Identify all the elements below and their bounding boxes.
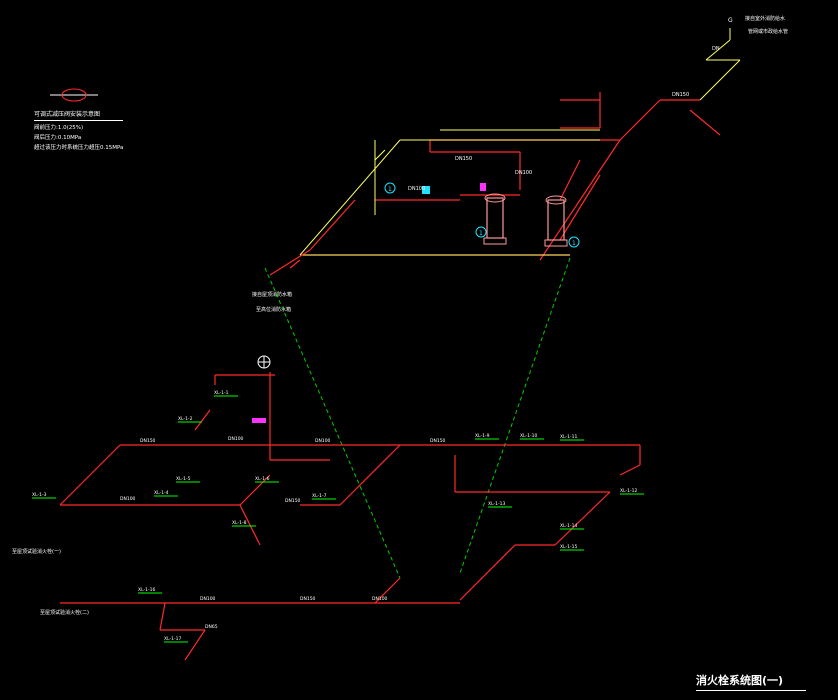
- pump-1-body: [486, 197, 504, 239]
- pump-room-note-2: 至高位消防水箱: [256, 306, 291, 313]
- pump-2-base: [544, 239, 568, 247]
- pump-room-red-frame: [269, 199, 356, 276]
- bottom-branch-diagonal: [184, 629, 206, 661]
- right-diagonal-down: [554, 491, 611, 546]
- pump2-connection: [559, 159, 581, 201]
- reducing-valve-symbol: [50, 88, 98, 102]
- branch-label: XL-1-8: [232, 520, 247, 526]
- branch-label: XL-1-17: [164, 636, 181, 642]
- pipe-size-label: DN150: [300, 596, 316, 602]
- top-right-note-1: 接自室外消防给水: [745, 15, 785, 22]
- hydrant-left-diagonal: [59, 444, 121, 506]
- bottom-left-diagonal: [374, 577, 401, 604]
- marker-circle-1: [384, 182, 396, 194]
- pump-size-right: DN150: [672, 92, 689, 98]
- branch-label: XL-1-13: [488, 501, 505, 507]
- pipe-size-label: DN150: [285, 498, 301, 504]
- riser-dashed-right: [459, 257, 571, 574]
- top-right-note-2: 管网或市政给水管: [748, 28, 788, 35]
- hydrant-network: [59, 372, 641, 661]
- pump-room-yellow-frame: [299, 129, 600, 256]
- pump-2-cap: [545, 195, 567, 205]
- branch-label: XL-1-9: [475, 433, 490, 439]
- pipe-size-label: DN150: [430, 438, 446, 444]
- pump-2: [544, 195, 568, 247]
- left-branch-end: [289, 259, 301, 269]
- branch-label: XL-1-1: [214, 390, 229, 396]
- branch-label: XL-1-15: [560, 544, 577, 550]
- flow-meter-marker: [422, 186, 430, 194]
- branch-label: XL-1-11: [560, 434, 577, 440]
- marker-circle-1-label: 1: [388, 186, 392, 193]
- pump-room-pipes: [300, 92, 721, 261]
- pump2-lower: [559, 174, 601, 241]
- branch-label: XL-1-10: [520, 433, 537, 439]
- pump-1: [483, 193, 507, 245]
- right-return: [619, 464, 641, 476]
- pump-1-base: [483, 237, 507, 245]
- inlet-diagonal-1: [705, 39, 731, 61]
- branch-label: XL-1-7: [312, 493, 327, 499]
- pump-size-top: DN150: [455, 156, 472, 162]
- main-diagonal-a: [619, 99, 661, 141]
- branch-label: XL-1-14: [560, 523, 577, 529]
- left-branch-down: [269, 249, 311, 276]
- frame-inner-tick: [374, 149, 386, 161]
- legend: 可调式减压阀安装示意图 阀前压力:1.0(25%) 阀后压力:0.10MPa 超…: [34, 110, 124, 153]
- legend-line-1: 阀前压力:1.0(25%): [34, 125, 84, 131]
- pump-size-mid: DN100: [408, 186, 425, 192]
- center-diagonal: [339, 444, 401, 506]
- pipe-size-label: DN100: [200, 596, 216, 602]
- branch-label: XL-1-3: [32, 492, 47, 498]
- pipe-size-label: DN100: [120, 496, 136, 502]
- hydrant-left-end-note: 至屋顶试验消火栓(一): [12, 548, 61, 555]
- pump-room-note-1: 接自屋顶消防水箱: [252, 291, 292, 298]
- marker-circle-2-label: 1: [479, 230, 483, 237]
- legend-title: 可调式减压阀安装示意图: [34, 110, 124, 121]
- branch-label: XL-1-12: [620, 488, 637, 494]
- hydrant-bottom-left-end-note: 至屋顶试验消火栓(二): [40, 609, 89, 616]
- pipe-size-label: DN150: [140, 438, 156, 444]
- legend-line-2: 阀后压力:0.10MPa: [34, 135, 82, 141]
- inlet-group: [699, 28, 741, 101]
- pipe-size-label: DN100: [315, 438, 331, 444]
- branch-label: XL-1-2: [178, 416, 193, 422]
- bottom-branch-drop: [159, 602, 166, 631]
- left-branch-diagonal: [309, 199, 356, 251]
- branch-upper-left: [194, 409, 211, 431]
- valve-magenta-2: [252, 418, 266, 423]
- pump-1-cap: [484, 193, 506, 203]
- legend-line-3: 超过该压力时系统压力超压0.15MPa: [34, 145, 124, 151]
- frame-left-diagonal: [299, 139, 401, 256]
- lower-diagonal: [459, 544, 516, 601]
- riser-dashed-left: [264, 267, 401, 579]
- hydrant-left-connector: [239, 474, 271, 506]
- bypass-branch: [689, 109, 721, 136]
- marker-circle-3: [568, 236, 580, 248]
- pipe-size-label: DN100: [372, 596, 388, 602]
- top-pipe-size: DN: [712, 46, 720, 52]
- hydrant-mid-drop: [239, 504, 261, 546]
- reducing-valve-body: [61, 88, 87, 102]
- drawing-title: 消火栓系统图(一): [696, 672, 806, 691]
- pipe-size-label: DN65: [205, 624, 218, 630]
- marker-circle-2: [475, 226, 487, 238]
- pump-2-body: [547, 199, 565, 241]
- pipe-size-label: DN100: [228, 436, 244, 442]
- top-mark: G: [728, 17, 733, 24]
- branch-label: XL-1-5: [176, 476, 191, 482]
- branch-label: XL-1-6: [255, 476, 270, 482]
- branch-label: XL-1-16: [138, 587, 155, 593]
- branch-label: XL-1-4: [154, 490, 169, 496]
- valve-magenta-1: [480, 183, 486, 191]
- inlet-diagonal-2: [699, 59, 741, 101]
- marker-circle-3-label: 1: [572, 240, 576, 247]
- pump-size-low: DN100: [515, 170, 532, 176]
